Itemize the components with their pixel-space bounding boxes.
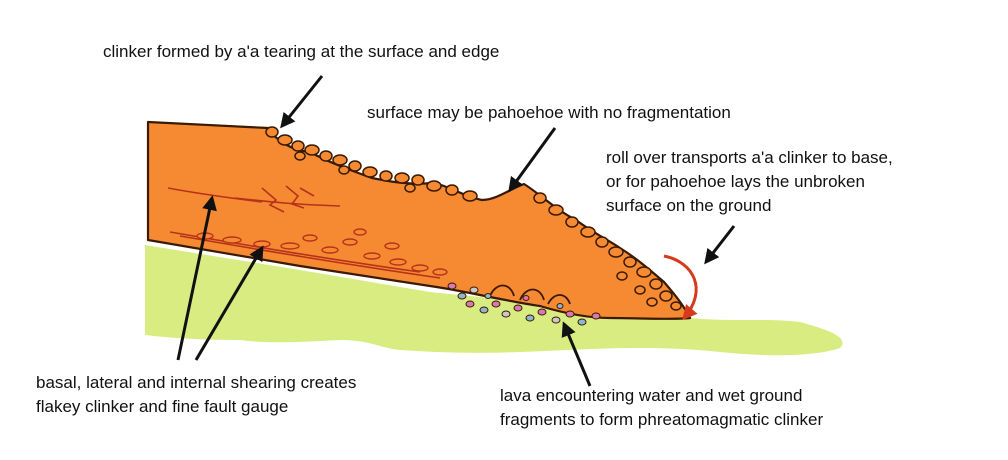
label-roll-over-line-2: or for pahoehoe lays the unbroken — [606, 172, 865, 191]
arrow-pahoehoe-surface — [508, 127, 557, 193]
arrow-shearing-internal — [176, 195, 217, 361]
arrow-phreatomagmatic — [561, 321, 592, 387]
ground-layer — [145, 245, 843, 356]
roll-over-arrow — [663, 254, 698, 321]
label-shearing-line-2: flakey clinker and fine fault gauge — [36, 397, 289, 416]
label-phreatomagmatic: lava encountering water and wet ground f… — [500, 384, 823, 432]
label-roll-over-line-1: roll over transports a'a clinker to base… — [606, 148, 893, 167]
internal-shear-lines — [167, 185, 441, 279]
leader-arrows — [176, 75, 736, 387]
arrow-roll-over — [704, 225, 736, 265]
label-phreatomagmatic-line-1: lava encountering water and wet ground — [500, 386, 803, 405]
surface-clinker — [265, 126, 682, 311]
label-phreatomagmatic-line-2: fragments to form phreatomagmatic clinke… — [500, 410, 824, 429]
label-shearing: basal, lateral and internal shearing cre… — [36, 371, 356, 419]
label-roll-over: roll over transports a'a clinker to base… — [606, 146, 893, 218]
label-pahoehoe-surface: surface may be pahoehoe with no fragment… — [367, 103, 731, 122]
arrow-clinker-edge — [280, 75, 324, 129]
label-roll-over-line-3: surface on the ground — [606, 196, 772, 215]
label-clinker-edge: clinker formed by a'a tearing at the sur… — [103, 42, 500, 61]
label-shearing-line-1: basal, lateral and internal shearing cre… — [36, 373, 357, 392]
phreatomagmatic-fragments — [447, 282, 601, 326]
arrow-shearing-basal — [194, 245, 264, 361]
